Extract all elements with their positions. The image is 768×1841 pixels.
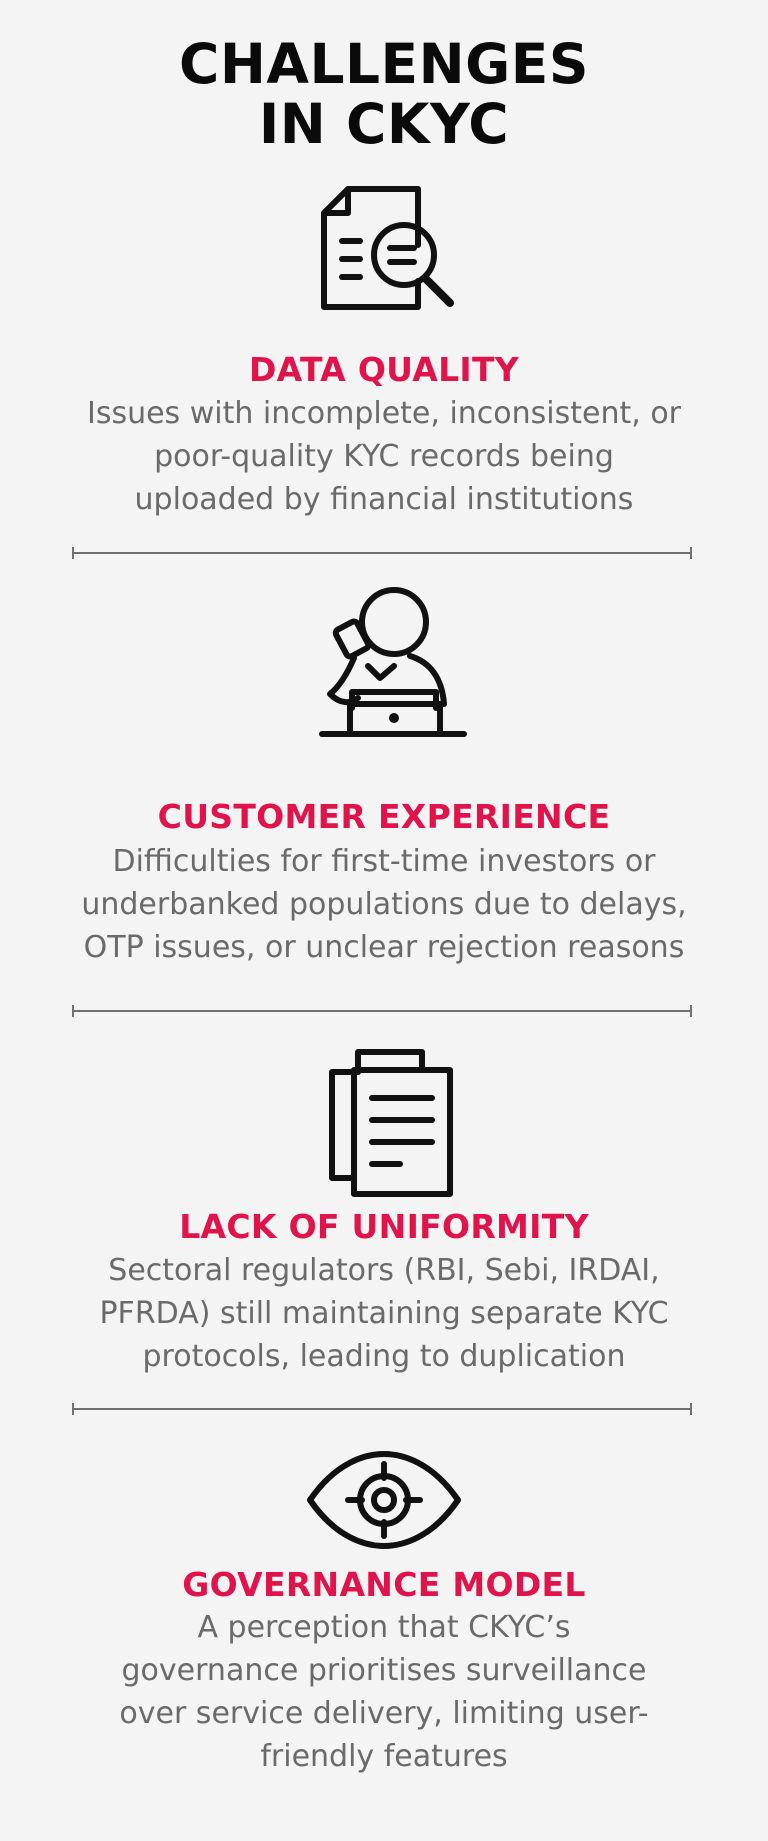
section-heading-data-quality: DATA QUALITY bbox=[248, 350, 520, 389]
section-heading-governance-model: GOVERNANCE MODEL bbox=[182, 1565, 586, 1604]
document-search-icon bbox=[318, 183, 458, 313]
section-divider bbox=[72, 1403, 692, 1415]
duplicate-documents-icon bbox=[328, 1048, 453, 1198]
section-description-lack-of-uniformity: Sectoral regulators (RBI, Sebi, IRDAI, P… bbox=[99, 1253, 669, 1374]
section-description-governance-model: A perception that CKYC’s governance prio… bbox=[119, 1610, 649, 1774]
section-divider bbox=[72, 547, 692, 559]
person-laptop-phone-icon bbox=[318, 586, 468, 741]
eye-target-icon bbox=[306, 1450, 462, 1550]
section-heading-lack-of-uniformity: LACK OF UNIFORMITY bbox=[179, 1207, 589, 1246]
section-divider bbox=[72, 1005, 692, 1017]
title-line-2: IN CKYC bbox=[258, 92, 510, 156]
title-line-1: CHALLENGES bbox=[179, 32, 589, 96]
section-heading-customer-experience: CUSTOMER EXPERIENCE bbox=[157, 797, 611, 836]
page-title: CHALLENGES IN CKYC bbox=[0, 34, 768, 154]
section-description-data-quality: Issues with incomplete, inconsistent, or… bbox=[86, 396, 682, 517]
section-description-customer-experience: Difficulties for first-time investors or… bbox=[81, 844, 687, 965]
